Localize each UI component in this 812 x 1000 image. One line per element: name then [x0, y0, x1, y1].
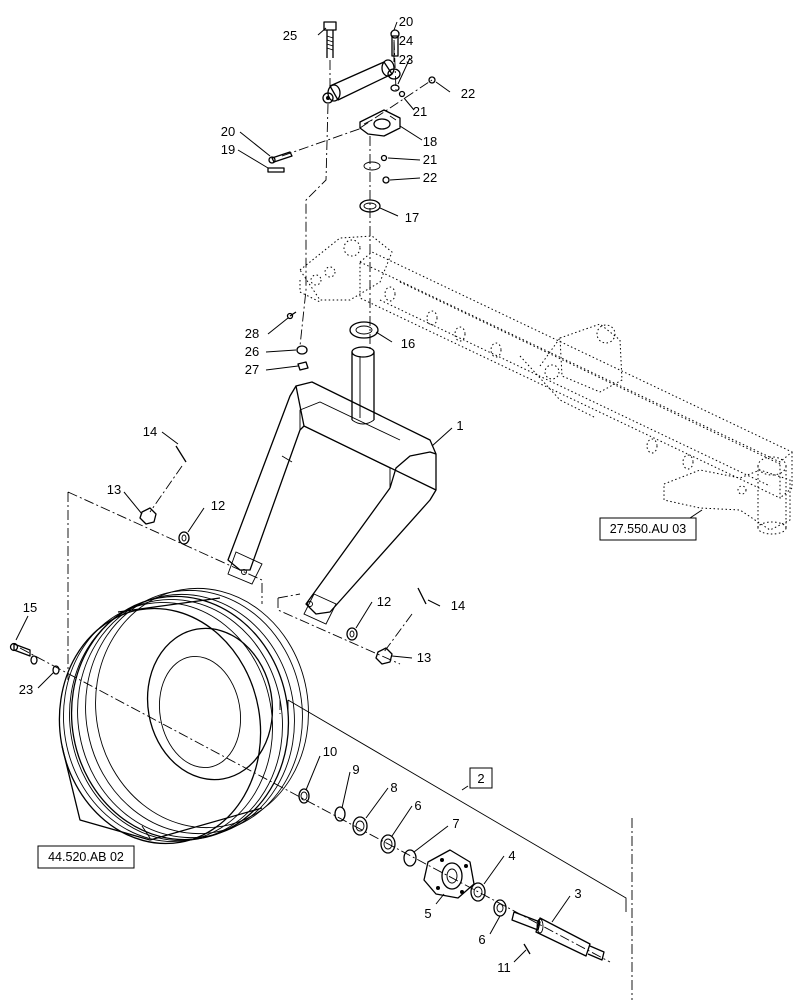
callout-20-top: 20: [399, 14, 413, 29]
frame-reference-box[interactable]: [599, 517, 697, 541]
callout-2: 2: [477, 771, 484, 786]
callout-10: 10: [323, 744, 337, 759]
callout-17: 17: [405, 210, 419, 225]
pin-28: [286, 311, 297, 320]
bolt-15: [9, 642, 31, 657]
pin-11: [523, 943, 531, 955]
spindle-3: [511, 911, 605, 961]
pin-20-left: [268, 151, 293, 164]
callout-7: 7: [452, 816, 459, 831]
callout-23-top: 23: [399, 52, 413, 67]
callout-24: 24: [399, 33, 413, 48]
retaining-ring: [363, 161, 381, 171]
hub-5: [423, 849, 475, 899]
fastener-21-mid: [380, 154, 388, 162]
callout-22-top: 22: [461, 86, 475, 101]
bushing-24: [387, 68, 401, 80]
callout-4: 4: [508, 848, 515, 863]
callout-12-right: 12: [377, 594, 391, 609]
bolt-14-right: [417, 587, 427, 605]
ring-9: [334, 806, 346, 822]
washer-17: [359, 199, 381, 213]
wheel-fork: [227, 346, 437, 625]
callout-27: 27: [245, 362, 259, 377]
callout-25: 25: [283, 28, 297, 43]
hub-boundary: [279, 700, 633, 1000]
callout-3: 3: [574, 886, 581, 901]
tire: [58, 587, 309, 845]
callout-2-box: [469, 767, 493, 789]
callout-23-wheel: 23: [19, 682, 33, 697]
bolt-14-line-left: [149, 465, 183, 513]
fork-boundary-left: [67, 491, 263, 680]
washer-12-left: [178, 531, 190, 545]
callout-26: 26: [245, 344, 259, 359]
fork-boundary-right: [277, 593, 401, 665]
callout-20-left: 20: [221, 124, 235, 139]
callout-19: 19: [221, 142, 235, 157]
washer-23: [390, 84, 400, 92]
callout-22-mid: 22: [423, 170, 437, 185]
callout-15: 15: [23, 600, 37, 615]
callout-6-inner: 6: [414, 798, 421, 813]
nut-23-wheel: [52, 665, 60, 675]
callout-16: 16: [401, 336, 415, 351]
callout-13-left: 13: [107, 482, 121, 497]
fastener-21-top: [398, 90, 406, 98]
nut-27: [297, 361, 309, 371]
cup-7: [403, 849, 417, 867]
bolt-25: [323, 21, 337, 58]
callout-11: 11: [497, 960, 511, 975]
bearing-8: [352, 816, 368, 836]
nut-13-right: [375, 647, 393, 665]
bolt-14-line-right: [383, 613, 413, 653]
pin-19: [267, 167, 285, 173]
wheel-reference-label: 44.520.AB 02: [48, 850, 124, 864]
shock-absorber: [322, 59, 395, 104]
callout-21-top: 21: [413, 104, 427, 119]
callout-6-outer: 6: [478, 932, 485, 947]
fastener-22-top: [428, 76, 436, 84]
callout-28: 28: [245, 326, 259, 341]
frame-reference-label: 27.550.AU 03: [610, 522, 686, 536]
wheel-axis-line: [19, 647, 611, 963]
callout-9: 9: [352, 762, 359, 777]
washer-16: [349, 321, 379, 339]
washer-12-right: [346, 627, 358, 641]
cup-6-inner: [380, 834, 396, 854]
cup-4: [470, 882, 486, 902]
pin-20-top: [390, 29, 400, 57]
callout-1: 1: [456, 418, 463, 433]
nut-13-left: [139, 507, 157, 525]
leader-lines: [15, 21, 703, 963]
bolt-14-left: [175, 445, 187, 463]
seal-10: [298, 788, 310, 804]
cup-6-outer: [493, 899, 507, 917]
callout-18: 18: [423, 134, 437, 149]
callout-12-left: 12: [211, 498, 225, 513]
clamp-18: [359, 109, 401, 137]
assembly-line-top: [299, 60, 331, 347]
washer-23-wheel: [30, 655, 38, 665]
wheel-reference-box[interactable]: [37, 845, 135, 869]
main-frame-beam: [299, 235, 793, 535]
washer-26: [296, 345, 308, 355]
callout-5: 5: [424, 906, 431, 921]
callout-14-right: 14: [451, 598, 465, 613]
callout-14-left: 14: [143, 424, 157, 439]
callout-21-mid: 21: [423, 152, 437, 167]
hub-kit-bracket: [287, 699, 627, 912]
callout-8: 8: [390, 780, 397, 795]
fastener-22-mid: [382, 176, 390, 184]
callout-13-right: 13: [417, 650, 431, 665]
